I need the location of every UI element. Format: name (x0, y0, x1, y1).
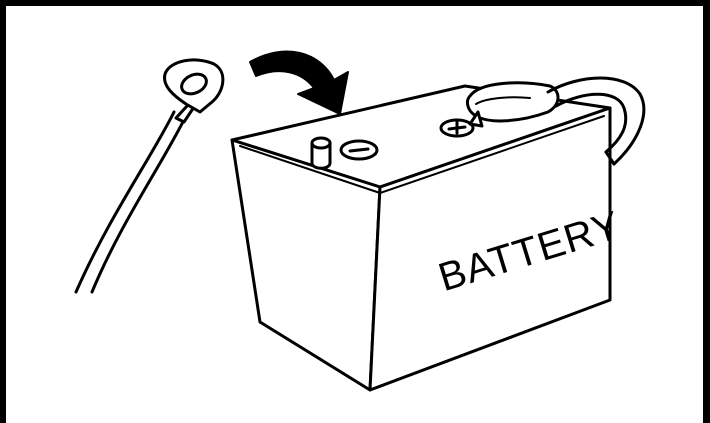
negative-terminal (310, 136, 379, 170)
positive-terminal (439, 118, 475, 138)
curved-arrow-icon (249, 50, 349, 115)
negative-cable-icon (74, 58, 225, 294)
positive-cable-icon (466, 76, 646, 166)
